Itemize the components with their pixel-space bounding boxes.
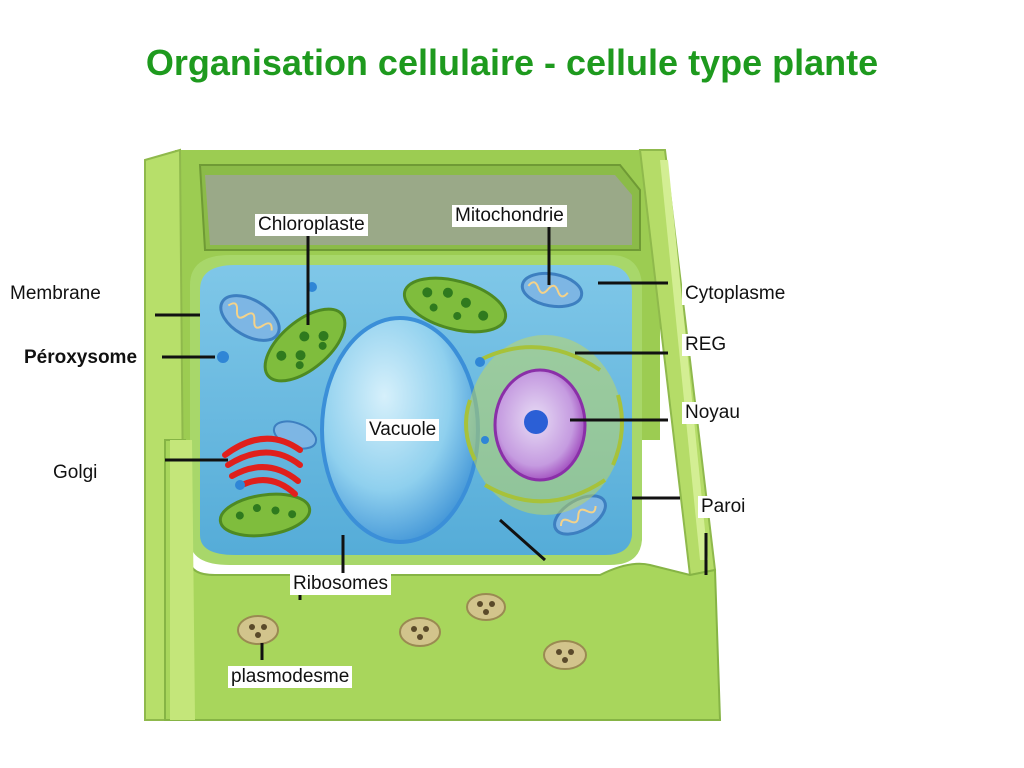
label-noyau: Noyau — [682, 402, 743, 424]
label-chloroplaste: Chloroplaste — [255, 214, 368, 236]
page-title: Organisation cellulaire - cellule type p… — [145, 42, 879, 83]
label-golgi: Golgi — [50, 462, 101, 484]
label-reg: REG — [682, 334, 730, 356]
mitochondria-group — [219, 271, 607, 536]
label-vacuole: Vacuole — [366, 419, 440, 441]
leader-lines — [155, 226, 708, 660]
peroxisome-group — [217, 282, 489, 490]
nucleus — [464, 335, 624, 515]
label-ribosomes: Ribosomes — [290, 573, 392, 595]
label-paroi: Paroi — [698, 496, 749, 518]
golgi — [222, 435, 303, 497]
plasmodesmata-group — [237, 593, 587, 670]
label-plasmodesme: plasmodesme — [228, 666, 353, 688]
label-membrane: Membrane — [10, 283, 101, 304]
label-peroxysome: Péroxysome — [24, 347, 138, 368]
label-cytoplasme: Cytoplasme — [682, 283, 789, 305]
chloroplast-group — [218, 276, 508, 538]
label-mitochondrie: Mitochondrie — [452, 205, 567, 227]
